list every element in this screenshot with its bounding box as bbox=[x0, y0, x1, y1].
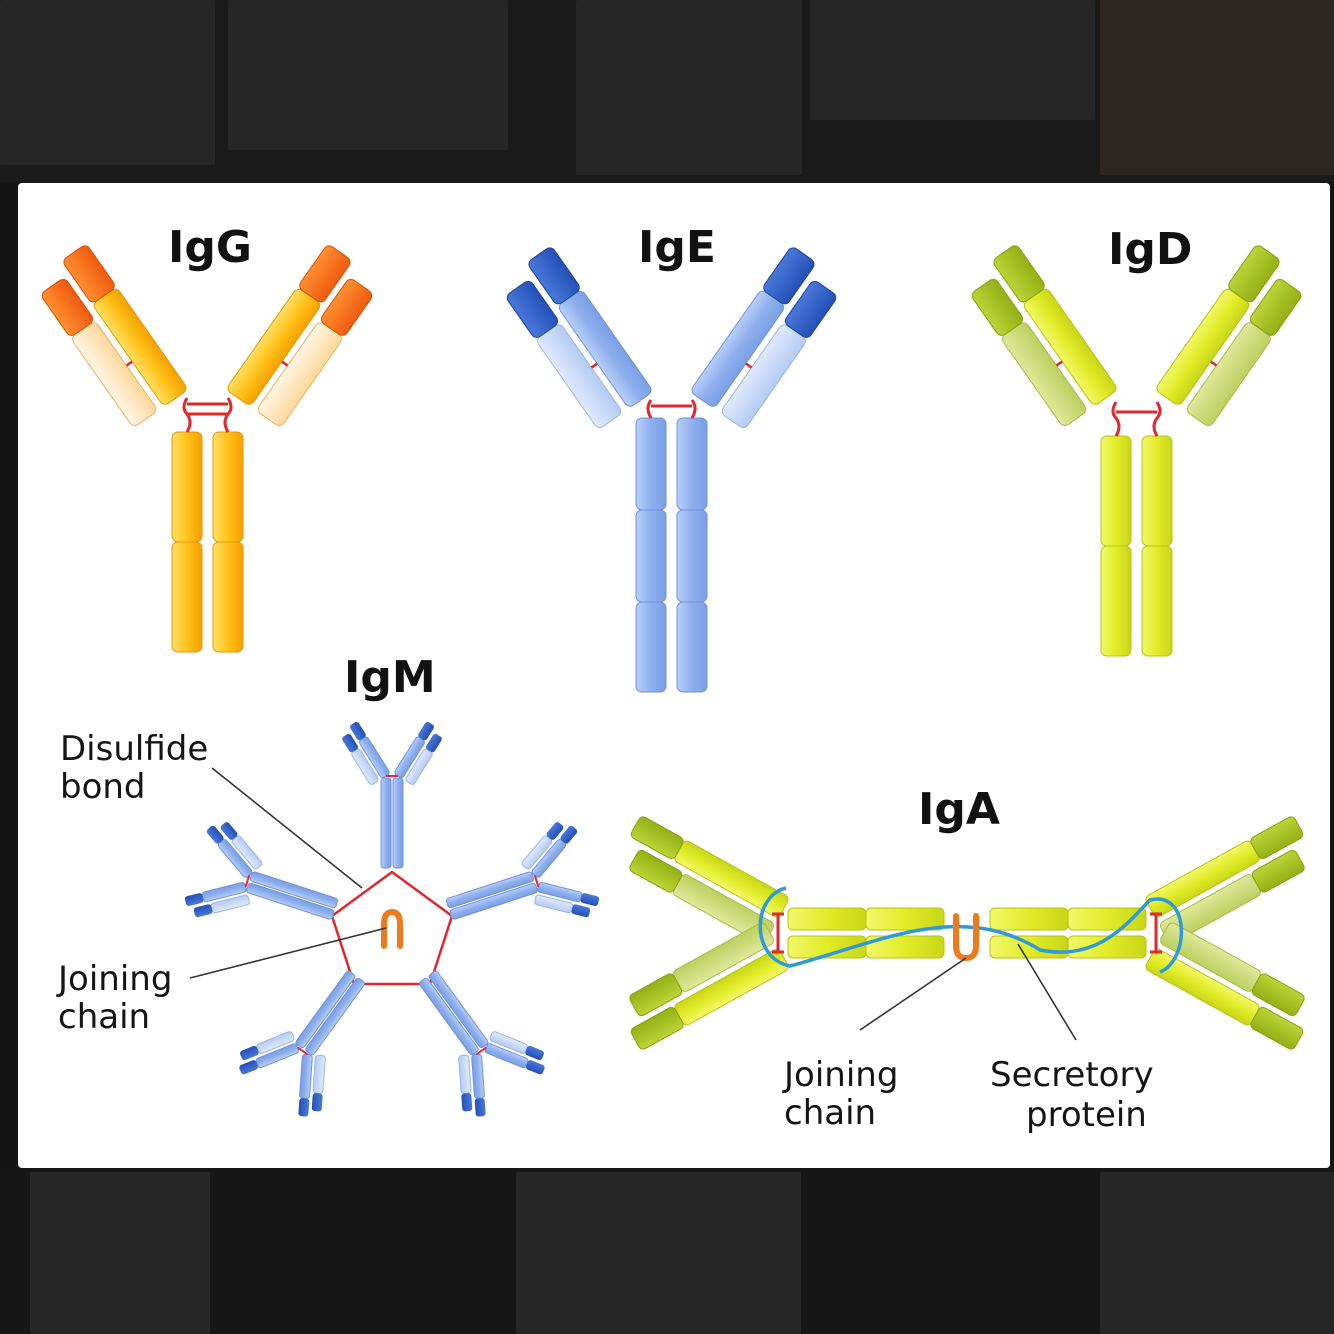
igg-disulfide-bonds bbox=[182, 397, 233, 433]
secretory-leader-line bbox=[1017, 943, 1077, 1041]
igm-joining-label-line2: chain bbox=[58, 997, 150, 1037]
background-panel bbox=[516, 1172, 801, 1334]
background-panel bbox=[1100, 1172, 1334, 1334]
background-panel bbox=[1100, 0, 1334, 175]
secretory-label-line1: Secretory bbox=[990, 1055, 1154, 1095]
secretory-label-line2: protein bbox=[1026, 1095, 1147, 1135]
iga-joining-label-line1: Joining bbox=[782, 1055, 898, 1095]
iga-disulfide-bonds bbox=[772, 912, 1162, 954]
ige-disulfide-bonds bbox=[646, 399, 697, 419]
iga-dimer bbox=[629, 816, 1305, 1050]
igd-title: IgD bbox=[1108, 224, 1192, 275]
disulfide-label-line2: bond bbox=[60, 767, 146, 807]
iga-joining-chain bbox=[953, 913, 979, 962]
diagram-card bbox=[18, 183, 1330, 1168]
iga-title: IgA bbox=[918, 784, 1000, 835]
igm-title: IgM bbox=[344, 652, 436, 703]
iga-secretory-protein bbox=[758, 886, 1183, 974]
ige-title: IgE bbox=[638, 222, 716, 273]
iga-joining-label-line2: chain bbox=[784, 1093, 876, 1133]
igg-antibody bbox=[41, 245, 373, 653]
background-panel bbox=[228, 0, 508, 150]
igm-joining-label-line1: Joining bbox=[56, 959, 172, 999]
igd-antibody bbox=[971, 245, 1302, 657]
background-panel bbox=[0, 0, 215, 165]
igm-pentamer bbox=[184, 721, 600, 1117]
igm-joining-leader-line bbox=[189, 927, 387, 979]
leader-lines bbox=[189, 767, 1077, 1041]
igm-joining-chain bbox=[381, 908, 403, 949]
background-panel bbox=[576, 0, 802, 175]
ige-antibody bbox=[506, 247, 837, 693]
disulfide-leader-line bbox=[211, 767, 363, 889]
background-panel bbox=[30, 1172, 210, 1334]
igd-disulfide-bonds bbox=[1111, 401, 1162, 437]
background-panel bbox=[810, 0, 1095, 120]
disulfide-label-line1: Disulfide bbox=[60, 729, 208, 769]
igg-title: IgG bbox=[168, 222, 252, 273]
igm-disulfide-ring bbox=[330, 870, 454, 986]
iga-joining-leader-line bbox=[859, 957, 967, 1031]
